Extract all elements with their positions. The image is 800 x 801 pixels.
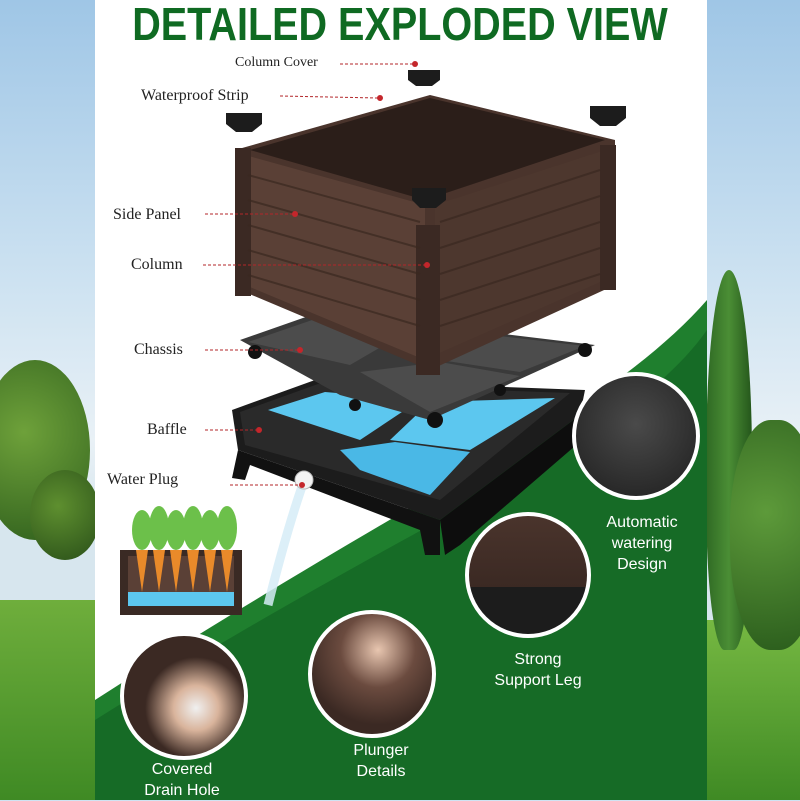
feature-drain-hole-line2: Drain Hole [144,782,220,799]
feature-auto-watering-line3: Design [617,556,667,573]
feature-support-leg: Strong Support Leg [468,649,608,691]
leader-lines [203,63,424,486]
lawn-right [690,620,800,800]
water-plug-drawing [263,470,314,607]
label-water-plug: Water Plug [107,471,179,488]
detail-circle-support-leg [465,512,591,638]
leader-dots [256,61,430,488]
label-column-cover: Column Cover [235,55,318,70]
feature-auto-watering: Automatic watering Design [572,512,712,575]
mini-planter-carrots [120,506,242,615]
label-waterproof-strip: Waterproof Strip [141,87,249,104]
feature-plunger: Plunger Details [311,740,451,782]
planter-box [235,95,616,375]
tree-left-small [30,470,100,560]
feature-support-leg-line1: Strong [514,651,562,668]
column-covers [226,70,626,208]
label-baffle: Baffle [147,421,187,438]
label-column: Column [131,256,183,273]
feature-plunger-line1: Plunger [353,742,409,759]
detail-circle-chassis [572,372,700,500]
detail-circle-drain-hole [120,632,248,760]
feature-plunger-line2: Details [356,763,406,780]
feature-drain-hole-line1: Covered [151,761,213,778]
lawn-left [0,600,110,800]
feature-support-leg-line2: Support Leg [494,672,582,689]
tree-right-bush [730,420,800,650]
label-chassis: Chassis [134,341,183,358]
page-title: DETAILED EXPLODED VIEW [132,0,668,50]
feature-auto-watering-line1: Automatic [606,514,678,531]
feature-auto-watering-line2: watering [611,535,673,552]
detail-circle-plunger [308,610,436,738]
label-side-panel: Side Panel [113,206,181,223]
feature-drain-hole: Covered Drain Hole [112,759,252,801]
